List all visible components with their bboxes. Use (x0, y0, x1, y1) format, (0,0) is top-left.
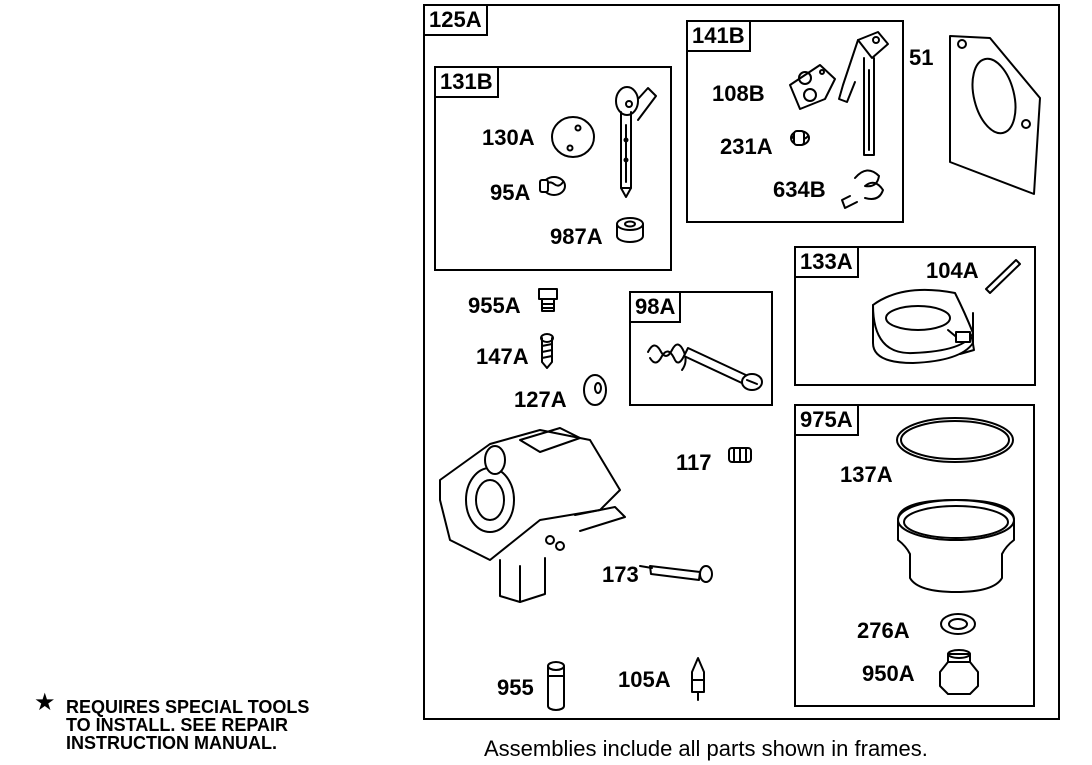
needle-valve-105a (691, 657, 705, 701)
idle-screw-98a (683, 347, 763, 391)
gasket-108b (789, 64, 836, 110)
needle-173 (639, 565, 713, 583)
assemblies-caption: Assemblies include all parts shown in fr… (484, 736, 928, 761)
note-line-1: REQUIRES SPECIAL TOOLS (66, 697, 310, 717)
part-label-137a: 137A (840, 462, 893, 487)
part-label-95a: 95A (490, 180, 531, 205)
gasket-51 (949, 35, 1041, 195)
bowl-gasket-137a (896, 417, 1014, 463)
star-icon: ★ (34, 689, 56, 716)
screw-95a (539, 176, 566, 196)
part-label-127a: 127A (514, 387, 567, 412)
seal-987a (616, 217, 644, 243)
frame-label-141b: 141B (686, 20, 751, 52)
frame-label-975a: 975A (794, 404, 859, 436)
note-line-2: TO INSTALL. SEE REPAIR (66, 715, 289, 735)
frame-125a: 125A (423, 4, 1060, 720)
jet-955 (547, 661, 565, 711)
frame-label-133a: 133A (794, 246, 859, 278)
screw-117 (728, 447, 752, 463)
frame-975a: 975A (794, 404, 1035, 707)
part-label-950a: 950A (862, 661, 915, 686)
screw-231a (790, 130, 810, 146)
float-133a (872, 288, 975, 364)
bowl-nut-950a (939, 649, 979, 695)
special-tools-note: ★ REQUIRES SPECIAL TOOLS TO INSTALL. SEE… (34, 691, 310, 753)
frame-133a: 133A (794, 246, 1036, 386)
carburetor-body (439, 427, 626, 603)
throttle-plate-130a (551, 116, 595, 158)
screw-147a (540, 333, 554, 369)
frame-label-98a: 98A (629, 291, 682, 323)
frame-131b: 131B (434, 66, 672, 271)
part-label-147a: 147A (476, 344, 529, 369)
part-label-51: 51 (909, 45, 934, 70)
pin-104a (985, 259, 1021, 294)
part-label-276a: 276A (857, 618, 910, 643)
frame-141b: 141B (686, 20, 904, 223)
part-label-173: 173 (602, 562, 639, 587)
choke-shaft (838, 31, 889, 156)
washer-127a (583, 374, 607, 406)
part-label-104a: 104A (926, 258, 979, 283)
spring-634b (841, 169, 884, 209)
part-label-105a: 105A (618, 667, 671, 692)
frame-label-125a: 125A (423, 4, 488, 36)
part-label-987a: 987A (550, 224, 603, 249)
frame-98a: 98A (629, 291, 773, 406)
frame-label-131b: 131B (434, 66, 499, 98)
washer-276a (940, 613, 976, 635)
part-label-130a: 130A (482, 125, 535, 150)
part-label-955: 955 (497, 675, 534, 700)
part-label-108b: 108B (712, 81, 765, 106)
throttle-shaft (615, 86, 657, 198)
part-label-231a: 231A (720, 134, 773, 159)
part-label-117: 117 (676, 450, 712, 475)
part-label-955a: 955A (468, 293, 521, 318)
note-line-3: INSTRUCTION MANUAL. (66, 733, 277, 753)
screw-955a (538, 288, 558, 312)
spring-98a (647, 343, 687, 371)
float-bowl (897, 499, 1015, 593)
part-label-634b: 634B (773, 177, 826, 202)
